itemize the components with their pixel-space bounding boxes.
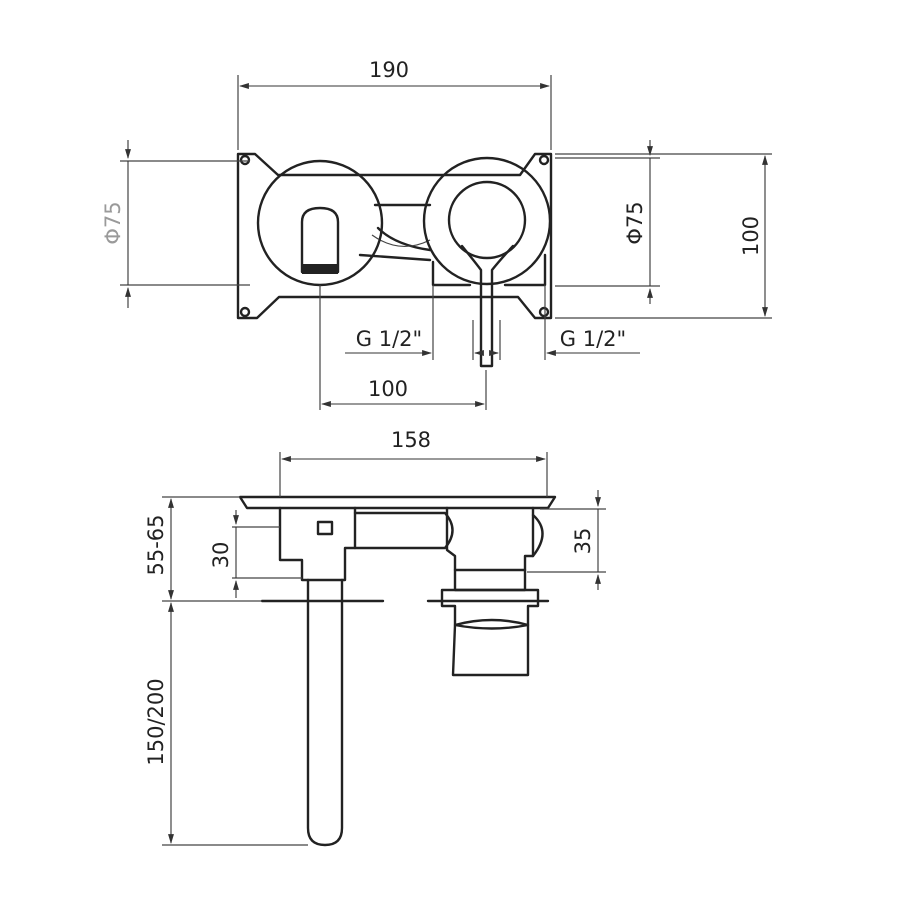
spout-body bbox=[278, 506, 357, 582]
side-view bbox=[238, 495, 557, 847]
dim-side-width: 158 bbox=[391, 428, 431, 452]
dim-plate-height: 100 bbox=[739, 216, 763, 256]
mounting-plate bbox=[236, 152, 553, 320]
dim-thread-right: G 1/2" bbox=[560, 327, 626, 351]
dim-inner-depth: 30 bbox=[209, 542, 233, 569]
lever-rosette-inner bbox=[447, 180, 527, 260]
mount-hole bbox=[239, 306, 251, 318]
dim-190: 190 bbox=[369, 58, 409, 82]
dim-right-diameter: Φ75 bbox=[623, 201, 647, 244]
dim-thread-left: G 1/2" bbox=[356, 327, 422, 351]
connector-pipe bbox=[353, 511, 454, 550]
dim-left-diameter: Φ75 bbox=[101, 201, 125, 244]
lever-handle bbox=[460, 244, 515, 368]
mount-hole bbox=[239, 154, 251, 166]
body-screw bbox=[316, 520, 334, 536]
cartridge-body bbox=[445, 506, 535, 592]
side-dimensions: 158 55-65 30 35 150/200 bbox=[144, 428, 606, 846]
mount-hole bbox=[538, 306, 550, 318]
mount-hole bbox=[538, 154, 550, 166]
spout-outlet bbox=[300, 206, 340, 274]
spout-side bbox=[306, 578, 344, 847]
dim-spout-length: 150/200 bbox=[144, 678, 168, 765]
front-dimensions: 190 Φ75 Φ75 100 G 1/2" G 1/2" bbox=[101, 58, 772, 410]
side-plate bbox=[238, 495, 557, 510]
spout-aerator bbox=[302, 264, 338, 274]
dim-cartridge-depth: 35 bbox=[571, 528, 595, 555]
front-view bbox=[236, 152, 553, 368]
lever-rosette-outer bbox=[422, 156, 552, 286]
connector-body bbox=[358, 203, 432, 262]
dim-depth-range: 55-65 bbox=[144, 514, 168, 575]
dim-spout-to-lever: 100 bbox=[368, 377, 408, 401]
